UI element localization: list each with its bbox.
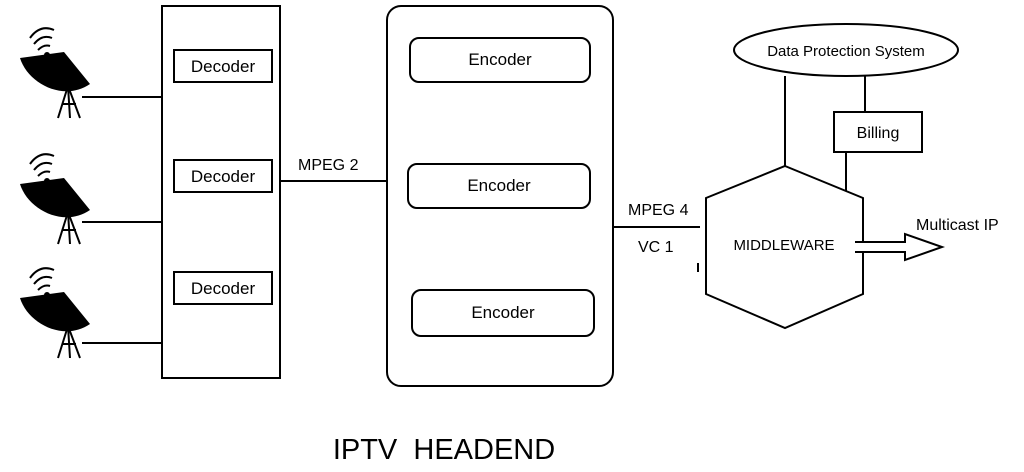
encoder-block: Encoder [407,163,591,209]
decoder-block: Decoder [173,49,273,83]
satellite-dish-icon [19,267,91,359]
encoder-block: Encoder [411,289,595,337]
mpeg2-label: MPEG 2 [298,157,359,174]
encoder-label: Encoder [468,50,532,69]
vc1-label: VC 1 [638,239,674,256]
middleware-label: MIDDLEWARE [733,237,834,254]
billing-box [833,111,923,153]
encoder-block: Encoder [409,37,591,83]
encoder-label: Encoder [467,176,531,195]
decoder-label: Decoder [191,57,256,76]
satellite-dish-icon [19,27,91,120]
encoder-label: Encoder [471,303,535,322]
decoder-block: Decoder [173,271,273,305]
data-protection-ellipse [733,23,959,77]
decoder-label: Decoder [191,279,256,298]
output-arrow [855,232,946,262]
diagram-title: IPTV HEADEND [333,434,555,466]
multicast-label: Multicast IP [916,217,999,234]
mpeg4-label: MPEG 4 [628,202,689,219]
decoder-label: Decoder [191,167,256,186]
decoder-block: Decoder [173,159,273,193]
data-protection-label: Data Protection System [767,43,925,60]
billing-label: Billing [857,125,900,142]
satellite-dish-icon [19,153,91,245]
middleware-hexagon [705,164,864,330]
